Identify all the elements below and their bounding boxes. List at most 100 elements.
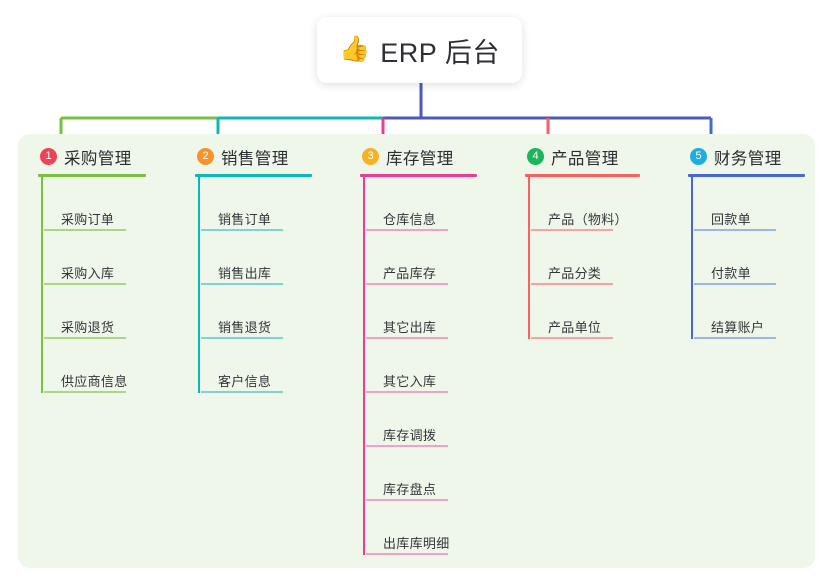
column-4: 4 产品管理产品（物料） 产品分类产品单位 [525, 144, 640, 339]
column-item-rule [44, 283, 126, 285]
column-number-badge: 1 [40, 148, 57, 165]
column-item-rule [366, 283, 448, 285]
mindmap-panel: 1 采购管理采购订单采购入库采购退货供应商信息 2 销售管理销售订单销售出库销售退货客… [18, 134, 815, 568]
page-title: ERP 后台 [380, 37, 500, 68]
column-item-rule [44, 229, 126, 231]
column-item-label: 库存调拨 [383, 428, 437, 443]
column-number-badge: 4 [527, 148, 544, 165]
column-item-label: 产品分类 [548, 266, 602, 281]
column-item[interactable]: 库存调拨 [363, 393, 477, 447]
column-2: 2 销售管理销售订单销售出库销售退货客户信息 [195, 144, 312, 393]
column-item-label: 销售订单 [218, 212, 272, 227]
column-item-label: 出库库明细 [383, 536, 450, 551]
column-item[interactable]: 库存盘点 [363, 447, 477, 501]
column-title: 库存管理 [386, 149, 454, 168]
column-item-rule [201, 229, 283, 231]
column-item-rule [366, 337, 448, 339]
column-items: 产品（物料） 产品分类产品单位 [525, 177, 640, 339]
column-item-label: 采购退货 [61, 320, 115, 335]
column-item-rule [366, 499, 448, 501]
column-item-rule [44, 337, 126, 339]
column-item-label: 产品库存 [383, 266, 437, 281]
column-item-rule [44, 391, 126, 393]
column-item[interactable]: 其它出库 [363, 285, 477, 339]
column-header[interactable]: 4 产品管理 [525, 144, 640, 169]
column-item-rule [201, 283, 283, 285]
column-stem [198, 177, 200, 393]
column-title: 财务管理 [714, 149, 782, 168]
column-item[interactable]: 产品分类 [528, 231, 640, 285]
column-item[interactable]: 采购订单 [41, 177, 146, 231]
column-item-label: 付款单 [711, 266, 751, 281]
column-rule [525, 174, 640, 177]
column-item[interactable]: 销售订单 [198, 177, 312, 231]
column-stem [41, 177, 43, 393]
column-item-rule [694, 283, 776, 285]
column-item-rule [366, 445, 448, 447]
column-rule [688, 174, 805, 177]
column-item[interactable]: 采购退货 [41, 285, 146, 339]
column-item[interactable]: 结算账户 [691, 285, 805, 339]
column-item-label: 客户信息 [218, 374, 272, 389]
column-title: 产品管理 [551, 149, 619, 168]
column-item[interactable]: 客户信息 [198, 339, 312, 393]
column-stem [528, 177, 530, 339]
column-number-badge: 3 [362, 148, 379, 165]
column-item[interactable]: 回款单 [691, 177, 805, 231]
column-item-rule [531, 337, 613, 339]
column-rule [195, 174, 312, 177]
column-item-rule [694, 229, 776, 231]
column-item[interactable]: 采购入库 [41, 231, 146, 285]
column-item-label: 回款单 [711, 212, 751, 227]
column-item-label: 销售出库 [218, 266, 272, 281]
column-stem [363, 177, 365, 555]
column-stem [691, 177, 693, 339]
column-item[interactable]: 其它入库 [363, 339, 477, 393]
column-item[interactable]: 产品库存 [363, 231, 477, 285]
column-item-rule [531, 283, 613, 285]
column-item[interactable]: 付款单 [691, 231, 805, 285]
column-item-label: 产品（物料） [548, 212, 628, 227]
column-items: 仓库信息产品库存其它出库其它入库库存调拨库存盘点出库库明细 [360, 177, 477, 555]
column-item[interactable]: 销售退货 [198, 285, 312, 339]
column-item-label: 供应商信息 [61, 374, 128, 389]
column-items: 销售订单销售出库销售退货客户信息 [195, 177, 312, 393]
column-item[interactable]: 销售出库 [198, 231, 312, 285]
column-item-label: 库存盘点 [383, 482, 437, 497]
column-item-label: 结算账户 [711, 320, 765, 335]
column-rule [38, 174, 146, 177]
root-title-card: 👍 ERP 后台 [317, 17, 522, 83]
column-item-rule [694, 337, 776, 339]
column-item[interactable]: 供应商信息 [41, 339, 146, 393]
column-items: 回款单付款单结算账户 [688, 177, 805, 339]
column-item[interactable]: 产品单位 [528, 285, 640, 339]
column-5: 5 财务管理回款单付款单结算账户 [688, 144, 805, 339]
column-list: 1 采购管理采购订单采购入库采购退货供应商信息 2 销售管理销售订单销售出库销售退货客… [18, 134, 815, 568]
column-number-badge: 5 [690, 148, 707, 165]
column-item-label: 采购入库 [61, 266, 115, 281]
column-item-rule [201, 391, 283, 393]
column-header[interactable]: 3 库存管理 [360, 144, 477, 169]
column-items: 采购订单采购入库采购退货供应商信息 [38, 177, 146, 393]
column-item[interactable]: 产品（物料） [528, 177, 640, 231]
column-title: 销售管理 [221, 149, 289, 168]
column-item-label: 仓库信息 [383, 212, 437, 227]
column-header[interactable]: 5 财务管理 [688, 144, 805, 169]
column-item-label: 其它出库 [383, 320, 437, 335]
column-item-rule [531, 229, 613, 231]
column-item-rule [366, 553, 448, 555]
column-item-label: 采购订单 [61, 212, 115, 227]
column-header[interactable]: 1 采购管理 [38, 144, 146, 169]
column-item[interactable]: 出库库明细 [363, 501, 477, 555]
column-title: 采购管理 [64, 149, 132, 168]
column-header[interactable]: 2 销售管理 [195, 144, 312, 169]
column-item-rule [366, 229, 448, 231]
column-item[interactable]: 仓库信息 [363, 177, 477, 231]
column-number-badge: 2 [197, 148, 214, 165]
column-item-label: 其它入库 [383, 374, 437, 389]
column-1: 1 采购管理采购订单采购入库采购退货供应商信息 [38, 144, 146, 393]
column-item-rule [201, 337, 283, 339]
thumbs-up-icon: 👍 [339, 34, 371, 63]
column-item-rule [366, 391, 448, 393]
column-rule [360, 174, 477, 177]
